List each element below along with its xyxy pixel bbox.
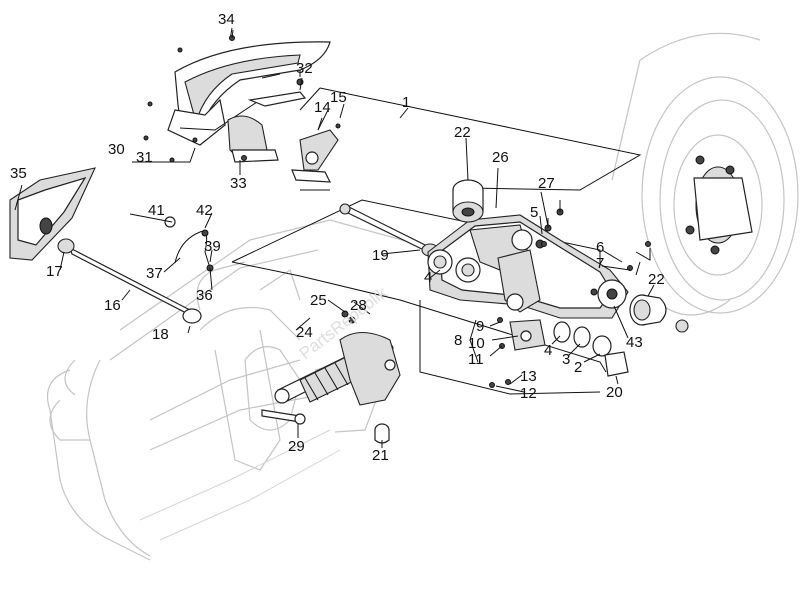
callout-20: 20 [606, 384, 623, 401]
callout-21: 21 [372, 447, 389, 464]
bracket-32 [247, 70, 307, 107]
bracket-33 [227, 115, 279, 175]
rear-hugger [132, 27, 331, 163]
callout-14: 14 [314, 99, 331, 116]
silentblock-22-right [629, 294, 689, 333]
callout-5: 5 [530, 204, 538, 221]
bracket-14 [291, 117, 341, 183]
bracket-28 [339, 331, 401, 406]
callout-16: 16 [104, 297, 121, 314]
callout-2: 2 [574, 359, 582, 376]
callout-42: 42 [196, 202, 213, 219]
callout-26: 26 [492, 149, 509, 166]
silentblock-22-upper [452, 179, 484, 223]
callout-10: 10 [468, 335, 485, 352]
callout-labels: 34 32 15 14 1 30 31 22 26 35 33 27 41 42… [10, 11, 665, 464]
callout-32: 32 [296, 60, 313, 77]
callout-1: 1 [402, 94, 410, 111]
swingarm-axle-16 [57, 238, 202, 334]
callout-24: 24 [296, 324, 313, 341]
callout-28: 28 [350, 297, 367, 314]
callout-4-upper: 4 [424, 269, 432, 286]
callout-3: 3 [562, 351, 570, 368]
callout-37: 37 [146, 265, 163, 282]
callout-22-upper: 22 [454, 124, 471, 141]
callout-7: 7 [596, 255, 604, 272]
callout-11: 11 [468, 351, 484, 368]
callout-27: 27 [538, 175, 555, 192]
callout-31: 31 [136, 149, 153, 166]
leader-lines [59, 29, 655, 448]
callout-22-right: 22 [648, 271, 665, 288]
bolt-25 [341, 310, 356, 324]
callout-18: 18 [152, 326, 169, 343]
callout-41: 41 [148, 202, 165, 219]
side-cover-35 [9, 167, 96, 261]
callout-33: 33 [230, 175, 247, 192]
callout-30: 30 [108, 141, 125, 158]
callout-15: 15 [330, 89, 347, 106]
callout-43: 43 [626, 334, 643, 351]
swingarm-1 [427, 214, 629, 319]
callout-39: 39 [204, 238, 221, 255]
callout-35: 35 [10, 165, 27, 182]
callout-34: 34 [218, 11, 235, 28]
callout-29: 29 [288, 438, 305, 455]
bolt-29 [261, 409, 306, 425]
bracket-9-10-11 [489, 317, 546, 388]
callout-25: 25 [310, 292, 327, 309]
callout-4-lower: 4 [544, 342, 552, 359]
callout-13: 13 [520, 368, 537, 385]
callout-19: 19 [372, 247, 389, 264]
callout-9: 9 [476, 318, 484, 335]
ghost-frame [46, 219, 421, 561]
callout-36: 36 [196, 287, 213, 304]
group-outline-top [299, 87, 642, 191]
hardware-set-right [541, 200, 651, 377]
callout-8: 8 [454, 332, 462, 349]
callout-6: 6 [596, 239, 604, 256]
bushing-21 [374, 423, 390, 444]
pivot-shaft-19 [339, 203, 439, 257]
callout-17: 17 [46, 263, 63, 280]
callout-12: 12 [520, 385, 537, 402]
ghost-rear-wheel [611, 32, 799, 316]
